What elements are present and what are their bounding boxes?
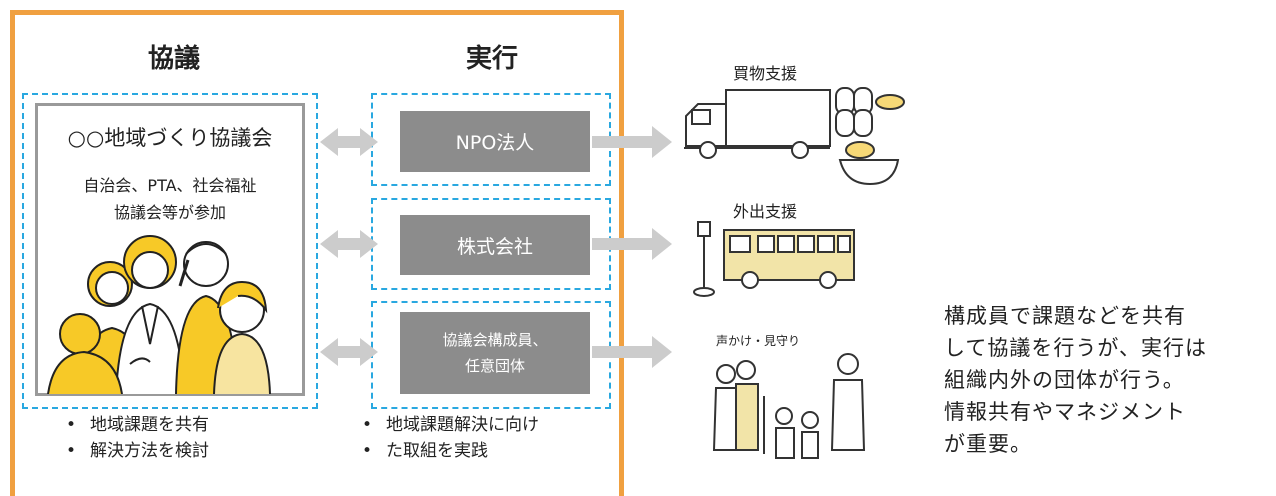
summary-line: して協議を行うが、実行は — [944, 336, 1207, 360]
council-dashed-frame — [22, 93, 318, 409]
council-bullet-list: 地域課題を共有 解決方法を検討 — [58, 412, 209, 464]
group-label-line2: 任意団体 — [464, 357, 525, 375]
group-box: 協議会構成員、 任意団体 — [400, 312, 590, 394]
arrow-to-outing — [592, 228, 672, 260]
arrow-to-watch — [592, 336, 672, 368]
summary-line: 組織内外の団体が行う。 — [944, 368, 1185, 392]
council-members-line2: 協議会等が参加 — [113, 203, 226, 222]
summary-description: 構成員で課題などを共有 して協議を行うが、実行は 組織内外の団体が行う。 情報共… — [944, 300, 1264, 460]
group-label-line1: 協議会構成員、 — [442, 331, 548, 349]
council-members: 自治会、PTA、社会福祉 協議会等が参加 — [38, 172, 302, 226]
arrow-to-shopping — [592, 126, 672, 158]
summary-line: が重要。 — [944, 432, 1032, 456]
council-heading: 協議 — [148, 44, 201, 74]
council-execution-frame — [10, 10, 624, 496]
bus-icon — [693, 221, 855, 297]
summary-line: 構成員で課題などを共有 — [944, 304, 1186, 328]
connector-arrows — [320, 126, 672, 368]
people-discussing-illustration — [47, 235, 271, 394]
council-title: ○○地域づくり協議会 — [67, 126, 273, 150]
execution-bullet-item: た取組を実践 — [354, 438, 539, 464]
execution-bullet-item: 地域課題解決に向け — [354, 412, 539, 438]
npo-label: NPO法人 — [455, 132, 535, 154]
council-box: ○○地域づくり協議会 自治会、PTA、社会福祉 協議会等が参加 — [35, 103, 305, 396]
npo-box: NPO法人 — [400, 111, 590, 172]
council-members-line1: 自治会、PTA、社会福祉 — [83, 176, 257, 195]
double-arrow-group — [320, 338, 378, 366]
summary-line: 情報共有やマネジメント — [944, 400, 1186, 424]
watching-over-illustration — [712, 353, 866, 459]
company-box: 株式会社 — [400, 215, 590, 275]
council-bullet-item: 解決方法を検討 — [58, 438, 209, 464]
execution-bullet-list: 地域課題解決に向け た取組を実践 — [354, 412, 539, 464]
delivery-truck-icon — [684, 87, 905, 186]
execution-heading: 実行 — [466, 44, 519, 74]
company-label: 株式会社 — [456, 235, 533, 258]
double-arrow-npo — [320, 128, 378, 156]
council-bullet-item: 地域課題を共有 — [58, 412, 209, 438]
shopping-support-label: 買物支援 — [733, 64, 798, 83]
double-arrow-company — [320, 230, 378, 258]
outing-support-label: 外出支援 — [733, 202, 798, 221]
watch-support-label: 声かけ・見守り — [716, 334, 801, 348]
